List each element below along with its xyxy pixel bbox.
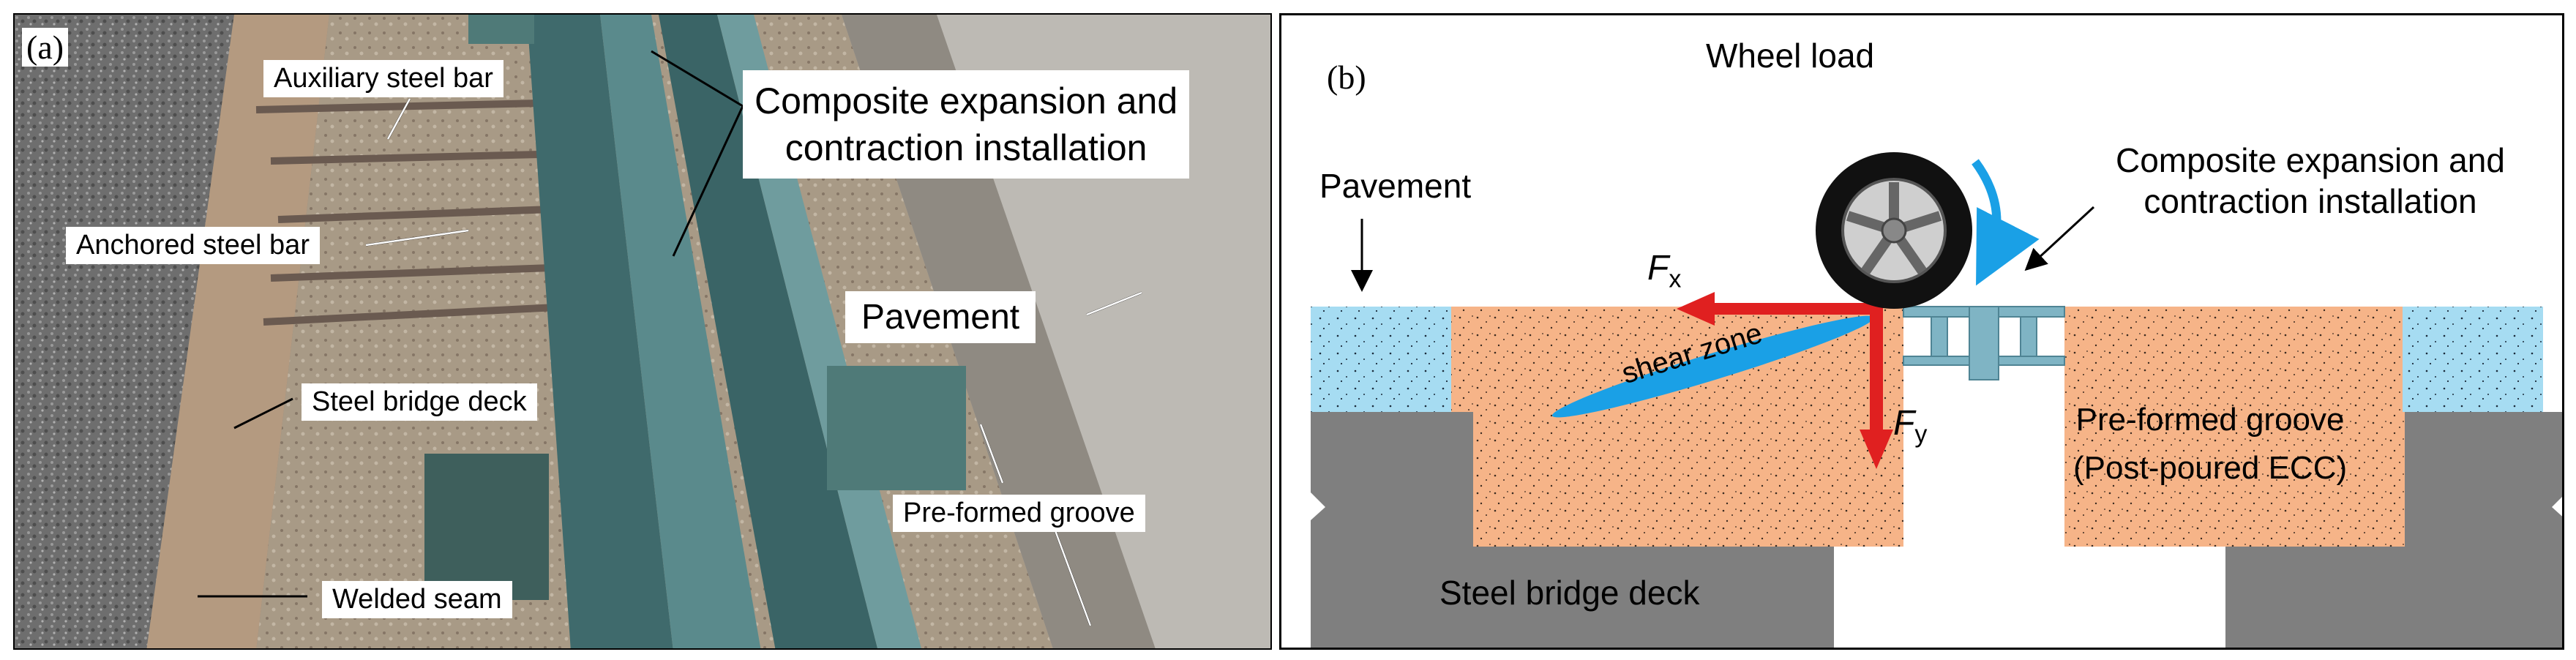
label-wheel-load: Wheel load [1706, 37, 1875, 75]
ecc-left [1451, 307, 1903, 547]
label-composite-line2: contraction installation [2143, 182, 2477, 220]
fy-symbol: F [1893, 404, 1915, 443]
steel-deck-left [1311, 412, 1834, 648]
fx-symbol: F [1647, 249, 1669, 288]
rotation-arrow [1972, 159, 2040, 286]
ecc-right [2064, 307, 2225, 547]
label-composite-installation: Composite expansion and contraction inst… [743, 70, 1190, 179]
fy-subscript: y [1914, 420, 1928, 449]
panel-a-tag: (a) [22, 28, 69, 67]
force-arrows [1677, 292, 1893, 469]
label-steel-bridge-deck: Steel bridge deck [302, 383, 537, 421]
joint-schematic [1311, 152, 2562, 648]
schematic-panel: (b) Wheel load Pavement Composite expans… [1279, 13, 2564, 650]
label-groove-line2: (Post-poured ECC) [2073, 450, 2348, 486]
label-pavement: Pavement [845, 291, 1036, 343]
pavement-left [1311, 307, 1451, 412]
label-fy: Fy [1893, 403, 1927, 449]
label-auxiliary-steel-bar: Auxiliary steel bar [263, 60, 503, 97]
label-pre-formed-groove: Pre-formed groove [893, 495, 1145, 532]
photo-panel: (a) Auxiliary steel bar Composite expans… [13, 13, 1272, 650]
steel-deck-right [2225, 412, 2562, 648]
label-steel-bridge-deck: Steel bridge deck [1439, 574, 1700, 612]
label-composite-line1: Composite expansion and [2116, 141, 2505, 179]
label-anchored-steel-bar: Anchored steel bar [66, 227, 320, 264]
label-pavement: Pavement [1319, 167, 1472, 205]
label-pre-formed-groove: Pre-formed groove (Post-poured ECC) [2073, 396, 2347, 492]
label-composite-installation: Composite expansion and contraction inst… [2116, 140, 2505, 222]
label-composite-line1: Composite expansion and [755, 80, 1178, 121]
fx-subscript: x [1669, 265, 1682, 293]
label-welded-seam: Welded seam [322, 581, 512, 618]
label-composite-line2: contraction installation [785, 127, 1147, 168]
wheel-icon [1816, 152, 1972, 309]
panel-b-tag: (b) [1327, 59, 1366, 96]
label-groove-line1: Pre-formed groove [2075, 402, 2345, 438]
joint-profile [1903, 306, 2065, 380]
label-fx: Fx [1647, 248, 1681, 294]
shear-zone [1551, 315, 1875, 418]
pavement-right [2403, 307, 2543, 412]
